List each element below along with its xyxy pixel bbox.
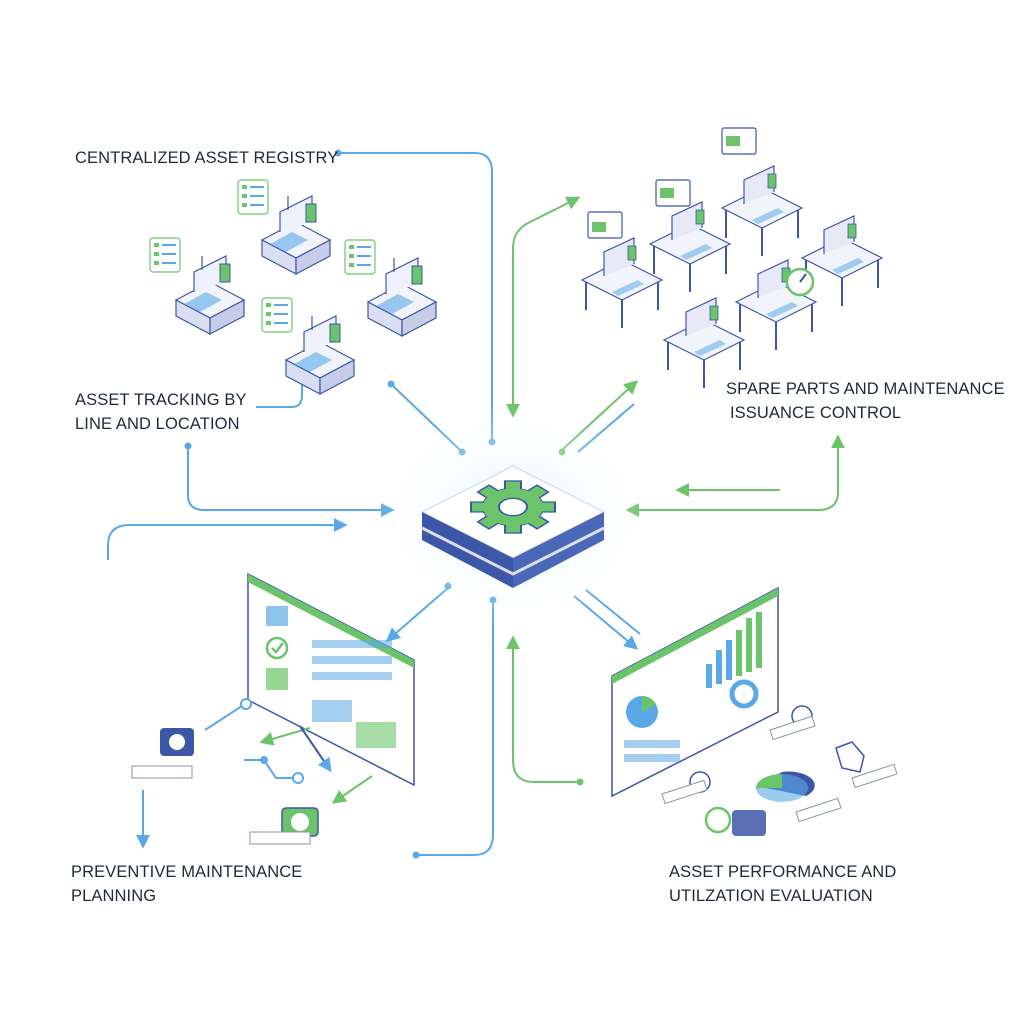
connector-lines bbox=[107, 149, 845, 859]
gear-icon bbox=[470, 480, 556, 534]
label-spare-parts: SPARE PARTS AND MAINTENANCE ISSUANCE CON… bbox=[726, 380, 1005, 422]
label-asset-performance: ASSET PERFORMANCE AND UTILZATION EVALUAT… bbox=[669, 863, 897, 905]
label-centralized-asset-registry: CENTRALIZED ASSET REGISTRY bbox=[75, 149, 339, 167]
sewing-machine-icon bbox=[149, 179, 437, 395]
dashboard-calendar-icon bbox=[131, 572, 415, 845]
workstation-icon bbox=[581, 127, 883, 389]
label-preventive-maintenance: PREVENTIVE MAINTENANCE PLANNING bbox=[71, 863, 303, 905]
analytics-dashboard-icon bbox=[611, 586, 898, 836]
central-hub bbox=[373, 405, 653, 625]
label-asset-tracking: ASSET TRACKING BY LINE AND LOCATION bbox=[75, 391, 247, 433]
